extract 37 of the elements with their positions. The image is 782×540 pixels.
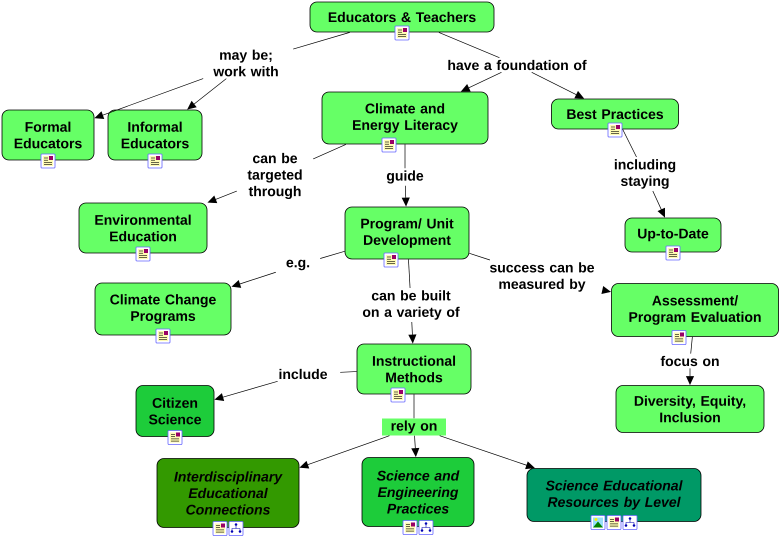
connector	[438, 32, 500, 58]
concept-box: Informal Educators	[108, 110, 202, 160]
linking-phrase: have a foundation of	[448, 60, 587, 70]
concept-box: Environmental Education	[78, 202, 208, 254]
linking-phrase: success can be measured by	[490, 262, 594, 292]
linking-phrase: can be targeted through	[248, 152, 302, 200]
linking-phrase: e.g.	[286, 260, 310, 270]
concept-box: Science Educational Resources by Level	[526, 468, 702, 522]
linking-phrase: rely on	[382, 418, 446, 436]
connector	[404, 144, 406, 169]
connector	[320, 250, 345, 259]
connector	[312, 144, 346, 160]
concept-box: Up-to-Date	[624, 218, 722, 252]
concept-box: Program/ Unit Development	[344, 206, 470, 260]
concept-box: Citizen Science	[136, 385, 214, 437]
connector	[292, 32, 350, 50]
linking-phrase: may be; work with	[213, 50, 278, 76]
connector	[622, 129, 637, 158]
linking-phrase: include	[279, 368, 328, 380]
concept-box: Best Practices	[551, 98, 679, 130]
connector	[408, 259, 410, 288]
concept-box: Assessment/ Program Evaluation	[611, 283, 779, 337]
concept-box: Formal Educators	[2, 110, 94, 160]
linking-phrase: including staying	[614, 159, 676, 189]
concept-box: Climate Change Programs	[94, 282, 232, 336]
concept-box: Climate and Energy Literacy	[322, 92, 488, 144]
concept-box: Interdisciplinary Educational Connections	[156, 458, 300, 528]
concept-box: Diversity, Equity, Inclusion	[616, 385, 764, 433]
concept-box: Instructional Methods	[356, 344, 472, 394]
connector	[690, 336, 693, 354]
linking-phrase: focus on	[660, 356, 719, 366]
linking-phrase: guide	[386, 170, 424, 184]
connector	[469, 252, 490, 260]
connector	[340, 371, 357, 373]
concept-box: Science and Engineering Practices	[362, 457, 474, 527]
concept-box: Educators & Teachers	[310, 2, 494, 32]
linking-phrase: can be built on a variety of	[362, 290, 460, 320]
